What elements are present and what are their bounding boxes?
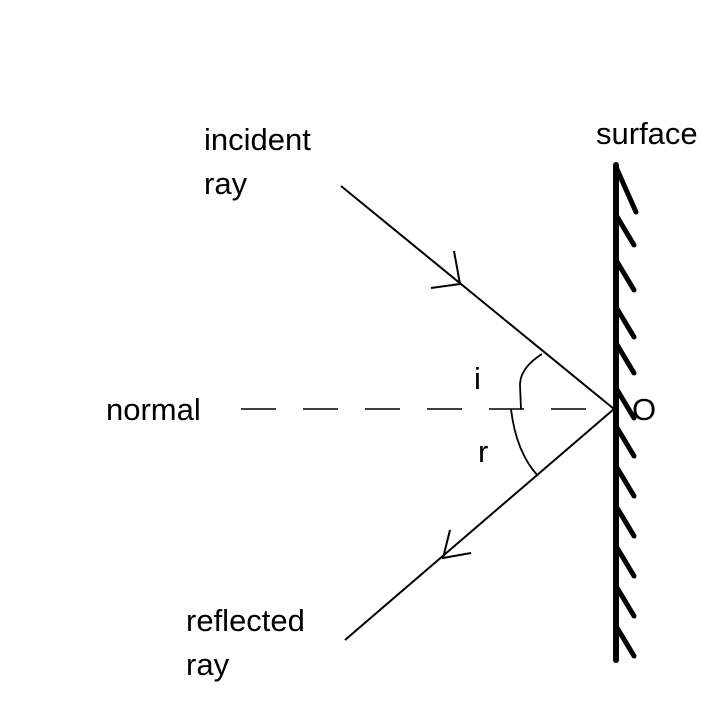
angle-r-arc: [510, 408, 539, 477]
incident-ray-label-line1: incident: [204, 122, 311, 157]
reflected-arrow-icon: [441, 529, 472, 560]
angle-r-label: r: [478, 434, 489, 469]
reflected-ray-label-line2: ray: [186, 647, 230, 682]
angle-i-label: i: [474, 361, 481, 396]
point-o-label: O: [632, 392, 657, 427]
hatch-mark: [613, 164, 639, 215]
incident-ray: [340, 185, 615, 410]
reflected-ray-label-line1: reflected: [186, 603, 305, 638]
incident-ray-label-line2: ray: [204, 166, 248, 201]
angle-i-arc: [519, 353, 543, 410]
surface-label: surface: [596, 116, 698, 151]
incident-arrow-icon: [430, 250, 462, 289]
reflected-ray: [344, 408, 615, 641]
normal-label: normal: [106, 392, 201, 427]
